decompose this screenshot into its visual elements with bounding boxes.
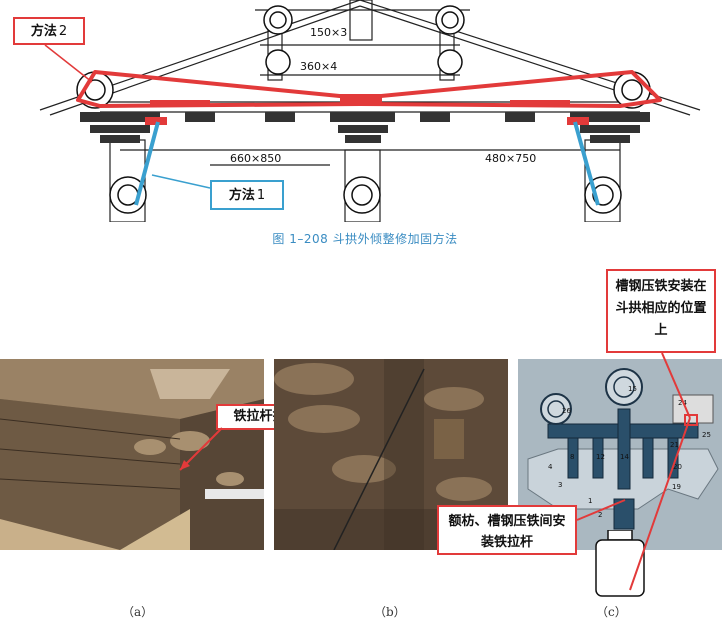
- diagram-number: 2: [598, 511, 602, 519]
- diagram-number: 3: [558, 481, 562, 489]
- callout-channel-steel: 槽钢压铁安装在斗拱相应的位置上: [606, 269, 716, 353]
- diagram-number: 20: [673, 463, 682, 471]
- diagram-number: 15: [628, 385, 637, 393]
- method-1-number: 1: [256, 188, 266, 203]
- method-2-number: 2: [58, 24, 68, 39]
- diagram-number: 14: [620, 453, 629, 461]
- callout-install-tie-rod: 额枋、槽钢压铁间安装铁拉杆: [437, 505, 577, 555]
- figure-caption: 图 1–208 斗拱外倾整修加固方法: [272, 232, 458, 246]
- label-a: （a）: [122, 605, 154, 619]
- photo-a: [0, 359, 264, 550]
- dimension-480x750: 480×750: [485, 152, 536, 165]
- method-1-label: 方法: [228, 188, 255, 203]
- pillar-drawing: [595, 530, 645, 597]
- dimension-360x4: 360×4: [300, 60, 337, 73]
- dimension-660x850: 660×850: [230, 152, 281, 165]
- diagram-number: 19: [672, 483, 681, 491]
- diagram-number: 24: [678, 399, 687, 407]
- diagram-number: 26: [562, 407, 571, 415]
- diagram-number: 12: [596, 453, 605, 461]
- dimension-150x3: 150×3: [310, 26, 347, 39]
- label-b: （b）: [374, 605, 406, 619]
- label-c: （c）: [596, 605, 627, 619]
- diagram-number: 4: [548, 463, 553, 471]
- diagram-number: 1: [588, 497, 592, 505]
- top-structure-drawing: 150×3 360×4 660×850 480×750: [39, 0, 701, 222]
- diagram-number: 8: [570, 453, 574, 461]
- method-2-label: 方法: [30, 24, 57, 39]
- diagram-number: 21: [670, 441, 679, 449]
- diagram-number: 25: [702, 431, 711, 439]
